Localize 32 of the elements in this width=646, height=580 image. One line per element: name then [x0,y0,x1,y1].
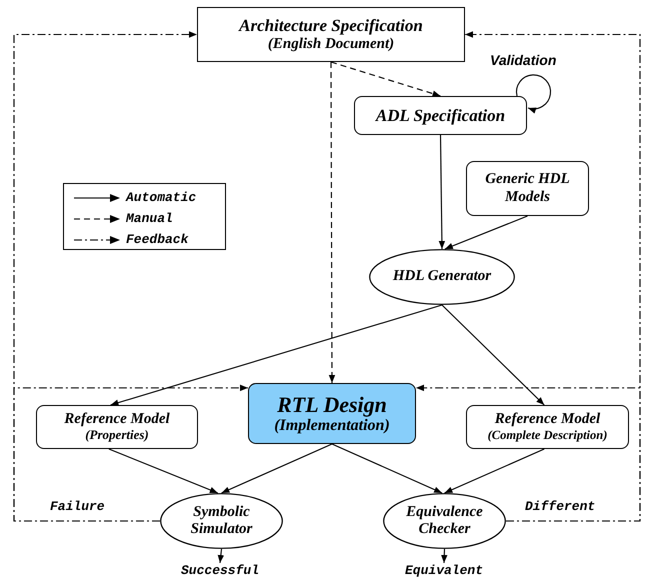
process-box: Reference Model (Properties) [36,405,198,449]
process-box: Generic HDL Models [466,161,589,216]
arrow [438,135,446,249]
process-ellipse: HDL Generator [369,249,515,305]
arrow [444,448,544,494]
edge-label: Failure [50,500,105,513]
process-box: Reference Model (Complete Description) [466,405,629,449]
specification-box: Architecture Specification (English Document) [197,7,465,62]
arrow [110,304,442,406]
arrow [330,61,441,97]
result-text: Successful [168,563,272,580]
feedback-arrow [13,384,248,522]
highlighted-process-box: RTL Design (Implementation) [248,383,416,444]
arrow [108,448,218,494]
arrow [218,548,224,564]
process-box: ADL Specification [354,96,527,135]
arrow [328,62,336,383]
arrow [442,304,545,406]
arrow [332,444,442,494]
process-ellipse: Equivalence Checker [383,493,506,549]
result-text: Equivalent [392,563,496,580]
arrow [441,548,448,564]
arrow [444,215,528,250]
edge-label: Different [525,500,596,513]
process-ellipse: Symbolic Simulator [160,493,283,549]
legend-label: Automatic [126,190,196,205]
edge-label: Validation [490,53,556,67]
legend-label: Manual [126,211,173,226]
arrow [221,444,332,494]
feedback-arrow [416,384,641,522]
legend-label: Feedback [126,232,188,247]
arrow [516,74,552,114]
